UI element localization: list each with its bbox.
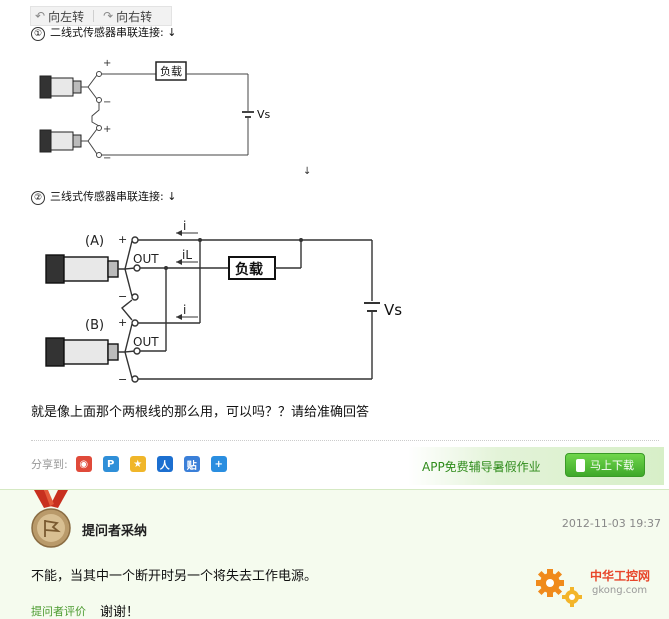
gkong-logo: 中华工控网 gkong.com: [532, 563, 667, 611]
current-i-top-label: i: [183, 219, 186, 233]
section2-number: ②: [31, 191, 45, 205]
answer-timestamp: 2012-11-03 19:37: [561, 517, 661, 530]
wiring-diagrams: + − + − 负载 Vs: [39, 58, 402, 386]
sensor-1-icon: [39, 75, 82, 99]
two-wire-diagram: [39, 61, 254, 158]
plus-bottom-label: +: [103, 124, 111, 135]
accepted-label: 提问者采纳: [82, 524, 148, 539]
renren-icon[interactable]: 人: [156, 456, 173, 472]
rotate-left-icon: ↶: [35, 9, 46, 23]
minus-top-label: −: [103, 97, 111, 108]
load-2-label: 负载: [235, 261, 263, 278]
answer-text: 不能，当其中一个断开时另一个将失去工作电源。: [31, 569, 318, 584]
app-promo-text: APP免费辅导暑假作业: [422, 460, 541, 474]
medal-icon: [31, 490, 71, 548]
vs-2-label: Vs: [384, 301, 402, 319]
logo-name: 中华工控网: [590, 569, 651, 583]
load-1-label: 负载: [160, 64, 182, 78]
phone-icon: [576, 458, 585, 472]
rotate-left-button[interactable]: ↶ 向左转: [31, 8, 88, 25]
current-il-label: iL: [182, 248, 192, 262]
download-app-label: 马上下载: [590, 459, 634, 472]
out-b-label: OUT: [133, 335, 159, 349]
review-label: 提问者评价: [31, 605, 86, 618]
divider: [31, 440, 659, 441]
line-break-mark: ↓: [303, 166, 312, 177]
sensor-2-icon: [39, 129, 82, 153]
image-rotate-toolbar: ↶ 向左转 ↷ 向右转: [30, 6, 172, 26]
sensor-b-icon: [45, 337, 119, 367]
minus-b-label: −: [118, 373, 127, 386]
logo-domain: gkong.com: [592, 585, 648, 596]
junction-dot: [164, 266, 168, 270]
current-i-bottom-label: i: [183, 303, 186, 317]
arrow-i-bottom: [176, 314, 182, 320]
vs-1-label: Vs: [257, 108, 271, 121]
arrow-il: [176, 259, 182, 265]
out-a-label: OUT: [133, 252, 159, 266]
minus-a-label: −: [118, 290, 127, 303]
load-1-box: [155, 61, 187, 81]
download-app-button[interactable]: 马上下载: [565, 453, 645, 477]
share-bar: 分享到: ◉ P ★ 人 贴 +: [31, 455, 238, 473]
plus-a-label: +: [118, 233, 127, 246]
sensor-b-label: (B): [85, 318, 104, 333]
review-text: 谢谢！: [100, 605, 140, 619]
tencent-weibo-icon[interactable]: ★: [129, 456, 146, 472]
rotate-right-button[interactable]: ↷ 向右转: [99, 8, 156, 25]
plus-top-label: +: [103, 58, 111, 69]
weibo-icon[interactable]: ◉: [75, 456, 92, 472]
junction-dot: [299, 238, 303, 242]
rotate-right-icon: ↷: [103, 9, 114, 23]
question-text: 就是像上面那个两根线的那么用，可以吗？？请给准确回答: [31, 405, 370, 420]
accepted-answer-section: [0, 489, 669, 619]
share-label: 分享到:: [31, 458, 68, 471]
minus-bottom-label: −: [103, 153, 111, 164]
rotate-right-label: 向右转: [116, 9, 153, 24]
three-wire-diagram: [45, 230, 380, 383]
junction-dot: [198, 238, 202, 242]
qzone-icon[interactable]: P: [102, 456, 119, 472]
sensor-a-icon: [45, 254, 119, 284]
arrow-i-top: [176, 230, 182, 236]
section1-caption-text: 二线式传感器串联连接:: [50, 26, 164, 39]
sensor-a-label: (A): [85, 234, 104, 249]
plus-b-label: +: [118, 316, 127, 329]
app-download-banner: APP免费辅导暑假作业 马上下载: [408, 447, 664, 485]
section2-caption-text: 三线式传感器串联连接:: [50, 190, 164, 203]
more-icon[interactable]: +: [210, 456, 227, 472]
tieba-icon[interactable]: 贴: [183, 456, 200, 472]
toolbar-divider: [93, 10, 95, 22]
gear-icon: [536, 569, 582, 607]
section1-number: ①: [31, 27, 45, 41]
rotate-left-label: 向左转: [48, 9, 85, 24]
